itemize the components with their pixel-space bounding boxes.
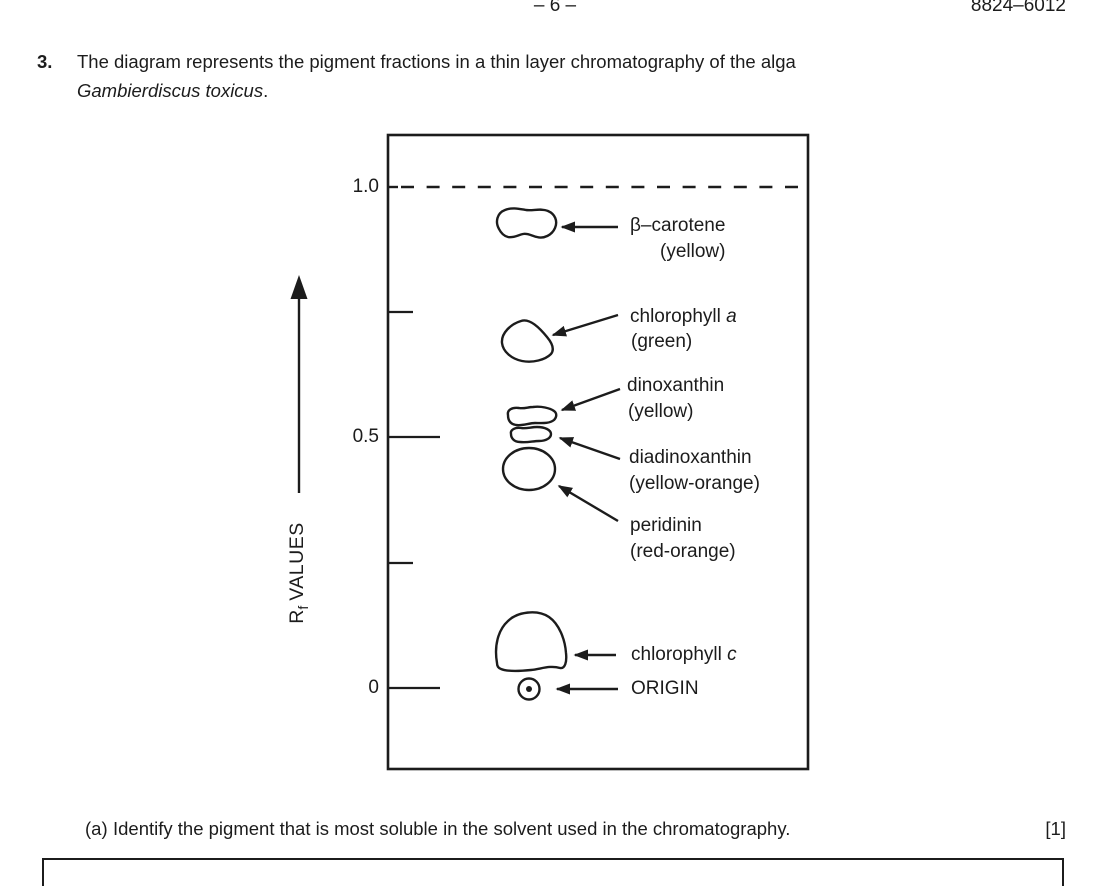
species-name: Gambierdiscus toxicus	[77, 80, 264, 101]
origin-dot-icon	[526, 686, 532, 692]
spot-label-chlorophyll-c-text: chlorophyll	[631, 644, 728, 665]
spot-diadinoxanthin	[509, 425, 553, 444]
spot-beta-carotene	[495, 207, 558, 239]
spot-label-peridinin: peridinin	[630, 515, 702, 536]
page-number: – 6 –	[533, 0, 577, 16]
spot-label-diadinoxanthin: diadinoxanthin	[629, 447, 752, 468]
spot-label-beta-carotene: β–carotene	[630, 215, 726, 236]
spot-label-chlorophyll-c: chlorophyll c	[631, 644, 737, 666]
rf-axis-title: Rf VALUES	[285, 506, 311, 640]
question-text-line2: Gambierdiscus toxicus.	[77, 80, 268, 102]
arrow-dinoxanthin	[560, 387, 621, 412]
document-code: 8824–6012	[970, 0, 1066, 16]
spot-note-dinoxanthin: (yellow)	[628, 401, 694, 422]
part-a-label: (a)	[85, 818, 108, 839]
part-a-marks: [1]	[1045, 818, 1066, 839]
spot-chlorophyll-a	[500, 319, 555, 363]
tlc-plate-outline	[386, 133, 810, 771]
spot-label-chlorophyll-c-italic: c	[727, 644, 737, 665]
rf-subscript: f	[294, 605, 311, 610]
spot-peridinin	[501, 446, 557, 492]
arrow-chlorophyll-a	[551, 313, 619, 337]
spot-note-chlorophyll-a: (green)	[631, 331, 693, 352]
rf-axis-title-text: VALUES	[286, 522, 308, 601]
question-text-line1: The diagram represents the pigment fract…	[77, 51, 796, 72]
rf-symbol: R	[286, 609, 308, 624]
spot-dinoxanthin	[506, 405, 558, 427]
spot-note-peridinin: (red-orange)	[630, 541, 736, 562]
spot-label-dinoxanthin: dinoxanthin	[627, 375, 725, 396]
spot-label-chlorophyll-a-italic: a	[726, 306, 737, 327]
question-number: 3.	[37, 51, 53, 72]
spot-label-chlorophyll-a: chlorophyll a	[630, 306, 737, 328]
tick-label-0: 0	[368, 677, 379, 698]
species-period: .	[263, 80, 269, 101]
answer-box[interactable]	[42, 858, 1064, 886]
spot-note-diadinoxanthin: (yellow-orange)	[629, 473, 760, 494]
arrow-peridinin	[557, 484, 619, 523]
rf-axis-arrowhead-icon	[290, 275, 308, 299]
tick-label-0-5: 0.5	[352, 426, 379, 447]
arrow-diadinoxanthin	[558, 436, 621, 461]
part-a-prompt: Identify the pigment that is most solubl…	[113, 818, 791, 839]
tick-label-1-0: 1.0	[352, 176, 379, 197]
spot-note-beta-carotene: (yellow)	[660, 241, 726, 262]
spot-label-origin: ORIGIN	[631, 678, 699, 699]
spot-label-chlorophyll-a-text: chlorophyll	[630, 306, 727, 327]
spot-chlorophyll-c	[494, 611, 568, 673]
